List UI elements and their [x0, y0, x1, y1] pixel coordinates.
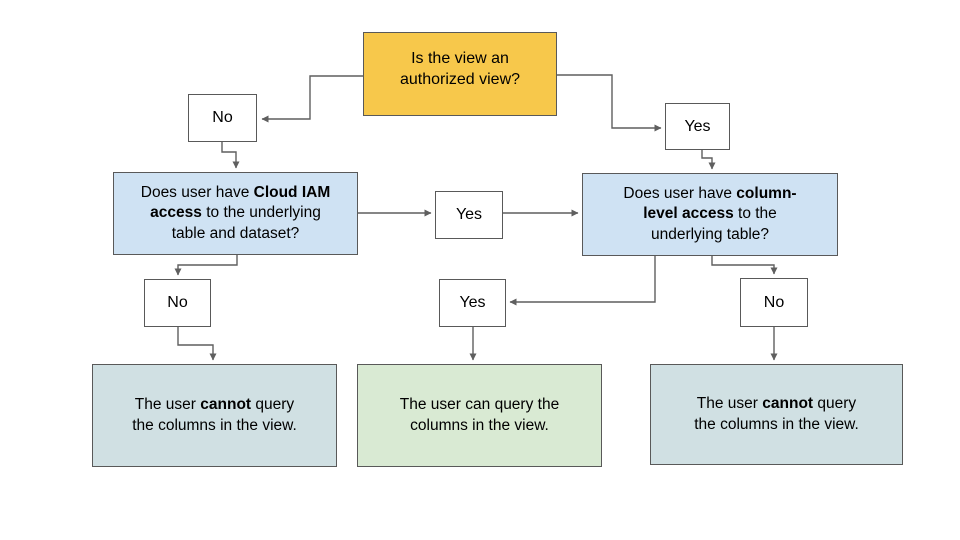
label-no-bottom-left-text: No	[167, 294, 188, 312]
decision-column-level-access-text: Does user have column-level access to th…	[623, 184, 797, 243]
connector-no-to-iam-decision	[221, 142, 240, 169]
connector-yes-to-column-decision	[701, 150, 716, 170]
connector-start-to-yes	[557, 74, 662, 132]
connector-iam-decision-to-no	[174, 255, 238, 276]
start-node-line1: Is the view an	[411, 49, 509, 67]
label-no-top-left: No	[188, 94, 257, 142]
decision-cloud-iam-access-text: Does user have Cloud IAM access to the u…	[140, 183, 331, 242]
outcome-cannot-query-left: The user cannot query the columns in the…	[92, 364, 337, 467]
connector-no-to-outcome-left	[177, 327, 217, 361]
outcome-cannot-query-right-text: The user cannot query the columns in the…	[694, 395, 859, 433]
label-yes-bottom-middle-text: Yes	[459, 294, 486, 312]
outcome-can-query-text: The user can query the columns in the vi…	[399, 396, 560, 434]
decision-column-level-access: Does user have column-level access to th…	[582, 173, 838, 256]
label-yes-top-right: Yes	[665, 103, 730, 150]
connector-column-decision-to-yes-bottom	[509, 256, 656, 306]
label-yes-middle: Yes	[435, 191, 503, 239]
decision-cloud-iam-access: Does user have Cloud IAM access to the u…	[113, 172, 358, 255]
label-yes-middle-text: Yes	[455, 206, 483, 224]
connector-column-decision-to-no	[711, 256, 778, 275]
outcome-can-query: The user can query the columns in the vi…	[357, 364, 602, 467]
start-node-line2: authorized view?	[399, 71, 521, 88]
label-no-bottom-left: No	[144, 279, 211, 327]
outcome-cannot-query-right: The user cannot query the columns in the…	[650, 364, 903, 465]
connector-start-to-no	[261, 75, 363, 123]
label-yes-top-right-text: Yes	[684, 117, 711, 135]
label-no-bottom-right-text: No	[763, 293, 785, 311]
label-no-top-left-text: No	[212, 109, 233, 127]
start-node-authorized-view: Is the view an authorized view?	[363, 32, 557, 116]
label-yes-bottom-middle: Yes	[439, 279, 506, 327]
label-no-bottom-right: No	[740, 278, 808, 327]
outcome-cannot-query-left-text: The user cannot query the columns in the…	[132, 396, 297, 434]
